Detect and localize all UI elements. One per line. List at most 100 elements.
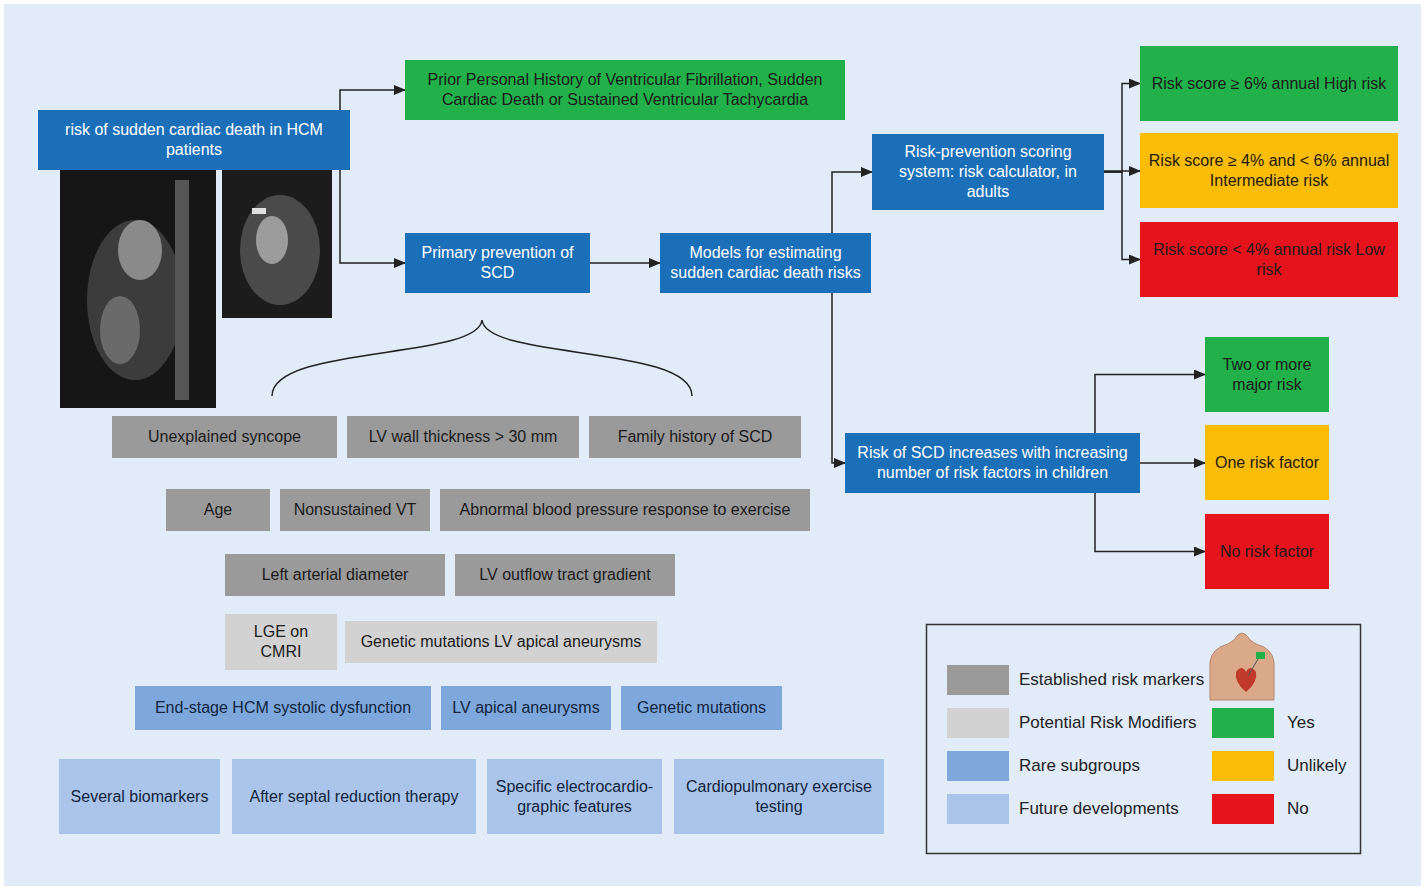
box-label: Left arterial diameter xyxy=(262,565,409,585)
box-label: Age xyxy=(204,500,232,520)
box-label: Primary prevention of SCD xyxy=(413,243,582,283)
legend-swatch xyxy=(947,665,1009,695)
risk-box: One risk factor xyxy=(1205,425,1329,500)
process-box: Primary prevention of SCD xyxy=(405,233,590,293)
box-label: No risk factor xyxy=(1220,542,1314,562)
box-label: Risk of SCD increases with increasing nu… xyxy=(853,443,1132,483)
legend-label: Future developments xyxy=(1019,794,1179,824)
mri-chamber xyxy=(256,216,288,264)
mri-image xyxy=(222,165,332,318)
risk-marker-box: LV wall thickness > 30 mm xyxy=(347,416,579,458)
risk-marker-box: Family history of SCD xyxy=(589,416,801,458)
box-label: risk of sudden cardiac death in HCM pati… xyxy=(46,120,342,160)
legend-label: Unlikely xyxy=(1287,751,1347,781)
box-label: Cardiopulmonary exercise testing xyxy=(682,777,876,817)
legend-swatch xyxy=(1212,794,1274,824)
box-label: Genetic mutations LV apical aneurysms xyxy=(361,632,642,652)
arrow-connector xyxy=(340,90,405,110)
risk-modifier-box: LGE on CMRI xyxy=(225,614,337,670)
arrow-connector xyxy=(1104,172,1140,260)
box-label: LV wall thickness > 30 mm xyxy=(369,427,558,447)
arrow-connector xyxy=(1104,84,1140,173)
risk-marker-box: Nonsustained VT xyxy=(280,489,430,531)
risk-modifier-box: Genetic mutations LV apical aneurysms xyxy=(345,621,657,663)
box-label: Genetic mutations xyxy=(637,698,766,718)
box-label: Risk score ≥ 4% and < 6% annual Intermed… xyxy=(1148,151,1390,191)
outcome-box: Prior Personal History of Ventricular Fi… xyxy=(405,60,845,120)
legend-label: Potential Risk Modifiers xyxy=(1019,708,1197,738)
arrow-connector xyxy=(832,293,845,463)
torso xyxy=(1210,633,1274,700)
arrow-connector xyxy=(1095,493,1205,552)
box-label: LV outflow tract gradient xyxy=(479,565,650,585)
risk-marker-box: Unexplained syncope xyxy=(112,416,337,458)
mri-frame xyxy=(222,165,332,318)
legend-swatch xyxy=(947,708,1009,738)
root-box: risk of sudden cardiac death in HCM pati… xyxy=(38,110,350,170)
brace xyxy=(272,320,692,396)
arrow-connector xyxy=(832,172,872,233)
mri-image xyxy=(60,165,216,408)
legend-swatch xyxy=(1212,708,1274,738)
subgroup-box: Genetic mutations xyxy=(621,686,782,730)
legend-label: Established risk markers xyxy=(1019,665,1204,695)
legend-swatch xyxy=(1212,751,1274,781)
box-label: End-stage HCM systolic dysfunction xyxy=(155,698,411,718)
risk-marker-box: Abnormal blood pressure response to exer… xyxy=(440,489,810,531)
legend-label: No xyxy=(1287,794,1309,824)
box-label: Specific electrocardio- graphic features xyxy=(495,777,654,817)
box-label: Abnormal blood pressure response to exer… xyxy=(460,500,791,520)
box-label: Risk-prevention scoring system: risk cal… xyxy=(880,142,1096,202)
process-box: Risk of SCD increases with increasing nu… xyxy=(845,433,1140,493)
legend-frame xyxy=(927,625,1361,854)
risk-box: No risk factor xyxy=(1205,514,1329,589)
box-label: Nonsustained VT xyxy=(294,500,417,520)
mri-frame xyxy=(60,165,216,408)
risk-box: Risk score ≥ 6% annual High risk xyxy=(1140,46,1398,121)
box-label: Several biomarkers xyxy=(71,787,209,807)
mri-body xyxy=(87,220,183,380)
process-box: Models for estimating sudden cardiac dea… xyxy=(660,233,871,293)
future-box: Several biomarkers xyxy=(59,759,220,834)
future-box: After septal reduction therapy xyxy=(232,759,476,834)
risk-marker-box: Age xyxy=(166,489,270,531)
process-box: Risk-prevention scoring system: risk cal… xyxy=(872,134,1104,210)
mri-heart xyxy=(118,220,162,280)
lead-wire xyxy=(1248,659,1258,676)
box-label: Models for estimating sudden cardiac dea… xyxy=(668,243,863,283)
box-label: Prior Personal History of Ventricular Fi… xyxy=(413,70,837,110)
device xyxy=(1256,652,1265,659)
box-label: Risk score ≥ 6% annual High risk xyxy=(1152,74,1387,94)
box-label: Family history of SCD xyxy=(618,427,773,447)
legend-label: Rare subgroups xyxy=(1019,751,1140,781)
heart xyxy=(1236,668,1257,692)
torso-icon xyxy=(1210,633,1274,700)
box-label: Two or more major risk xyxy=(1213,355,1321,395)
box-label: Risk score < 4% annual risk Low risk xyxy=(1148,240,1390,280)
box-label: One risk factor xyxy=(1215,453,1319,473)
future-box: Specific electrocardio- graphic features xyxy=(487,759,662,834)
risk-box: Two or more major risk xyxy=(1205,337,1329,412)
risk-marker-box: LV outflow tract gradient xyxy=(455,554,675,596)
arrow-connector xyxy=(1095,375,1205,434)
arrow-connector xyxy=(1140,462,1205,464)
subgroup-box: LV apical aneurysms xyxy=(441,686,611,730)
risk-box: Risk score < 4% annual risk Low risk xyxy=(1140,222,1398,297)
subgroup-box: End-stage HCM systolic dysfunction xyxy=(135,686,431,730)
legend-swatch xyxy=(947,751,1009,781)
mri-heart xyxy=(240,195,320,305)
arrow-connector xyxy=(590,262,660,264)
future-box: Cardiopulmonary exercise testing xyxy=(674,759,884,834)
risk-marker-box: Left arterial diameter xyxy=(225,554,445,596)
mri-valve xyxy=(252,208,266,214)
box-label: LGE on CMRI xyxy=(233,622,329,662)
legend-label: Yes xyxy=(1287,708,1315,738)
arrow-connector xyxy=(340,170,405,263)
box-label: LV apical aneurysms xyxy=(452,698,599,718)
box-label: Unexplained syncope xyxy=(148,427,301,447)
legend-swatch xyxy=(947,794,1009,824)
mri-organ xyxy=(100,296,140,364)
mri-spine xyxy=(175,180,189,400)
risk-box: Risk score ≥ 4% and < 6% annual Intermed… xyxy=(1140,133,1398,208)
